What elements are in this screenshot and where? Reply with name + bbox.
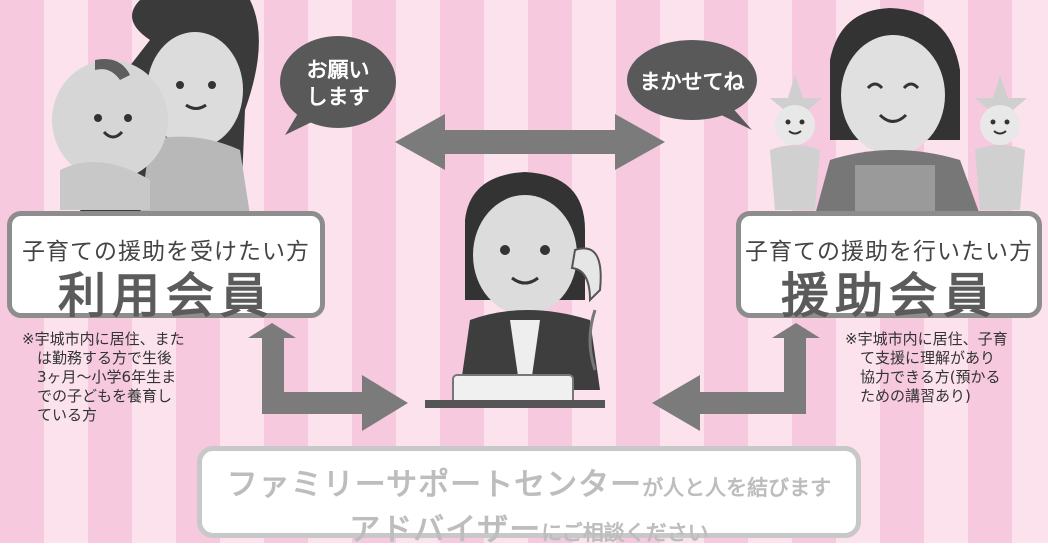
support-center-line2: アドバイザーにご相談ください — [202, 504, 856, 549]
bubble-left-line1: お願い — [307, 58, 370, 82]
bubble-left-line2: します — [307, 85, 370, 109]
advisor-label: アドバイザー — [349, 512, 542, 548]
support-center-line1: ファミリーサポートセンターが人と人を結びます — [202, 459, 856, 504]
speech-bubble-right: まかせてね — [627, 40, 757, 130]
support-center-tagline: が人と人を結びます — [642, 476, 832, 500]
helper-note-line: て支援に理解があり — [845, 349, 996, 367]
mother-with-baby-illustration — [52, 0, 259, 230]
helper-note-line: ための講習あり) — [845, 387, 971, 405]
user-note-line: での子どもを養育し — [22, 387, 173, 405]
helper-member-subtitle: 子育ての援助を行いたい方 — [745, 239, 1033, 265]
two-way-arrow-top — [395, 114, 665, 170]
user-member-title: 利用会員 — [57, 268, 274, 324]
speech-bubble-left: お願い します — [280, 36, 396, 135]
advisor-on-phone-illustration — [425, 172, 605, 408]
user-note-line: は勤務する方で生後 — [22, 349, 173, 367]
elbow-arrow-left — [248, 323, 408, 431]
user-member-box: 子育ての援助を受けたい方 利用会員 — [7, 211, 325, 324]
advisor-consult-text: にご相談ください — [541, 521, 709, 545]
elbow-arrow-right — [652, 323, 820, 431]
user-note-line: ※宇城市内に居住、また — [22, 330, 185, 348]
helper-note-line: 協力できる方(預かる — [845, 368, 1001, 386]
bubble-right-text: まかせてね — [640, 70, 745, 94]
user-note-line: 3ヶ月～小学6年生ま — [22, 368, 177, 386]
support-center-name: ファミリーサポートセンター — [226, 467, 643, 503]
user-note-line: ている方 — [22, 406, 98, 424]
helper-member-note: ※宇城市内に居住、子育 て支援に理解があり 協力できる方(預かる ための講習あり… — [845, 330, 1048, 406]
user-member-subtitle: 子育ての援助を受けたい方 — [22, 239, 310, 265]
helper-member-box: 子育ての援助を行いたい方 援助会員 — [736, 211, 1042, 324]
helper-member-title: 援助会員 — [780, 268, 997, 324]
user-member-note: ※宇城市内に居住、また は勤務する方で生後 3ヶ月～小学6年生ま での子どもを養… — [22, 330, 232, 425]
helper-note-line: ※宇城市内に居住、子育 — [845, 330, 1008, 348]
support-center-box: ファミリーサポートセンターが人と人を結びます アドバイザーにご相談ください — [197, 446, 861, 548]
helper-with-puppets-illustration — [770, 8, 1027, 215]
